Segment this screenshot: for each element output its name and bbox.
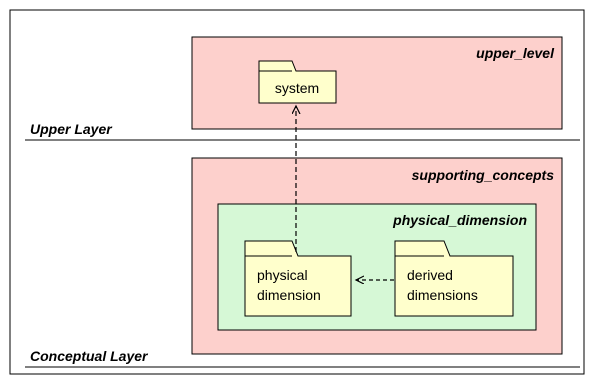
folder-system[interactable]: system: [258, 60, 337, 104]
folder-system-label: system: [275, 80, 319, 96]
folder-derived-dimensions-line2: dimensions: [407, 287, 478, 303]
folder-physical-dimension-line1: physical: [257, 267, 308, 283]
package-upper-level-title: upper_level: [476, 45, 555, 61]
package-supporting-concepts-title: supporting_concepts: [412, 167, 555, 183]
folder-derived-dimensions-icon: [394, 240, 514, 317]
package-physical-dimension-title: physical_dimension: [392, 212, 527, 228]
folder-derived-dimensions[interactable]: derived dimensions: [394, 240, 514, 317]
folder-derived-dimensions-line1: derived: [407, 267, 453, 283]
upper-layer-label: Upper Layer: [30, 121, 113, 137]
folder-physical-dimension[interactable]: physical dimension: [244, 240, 352, 317]
conceptual-layer-label: Conceptual Layer: [30, 348, 149, 364]
folder-physical-dimension-icon: [244, 240, 352, 317]
package-upper-level: [191, 36, 563, 130]
folder-physical-dimension-line2: dimension: [257, 287, 321, 303]
